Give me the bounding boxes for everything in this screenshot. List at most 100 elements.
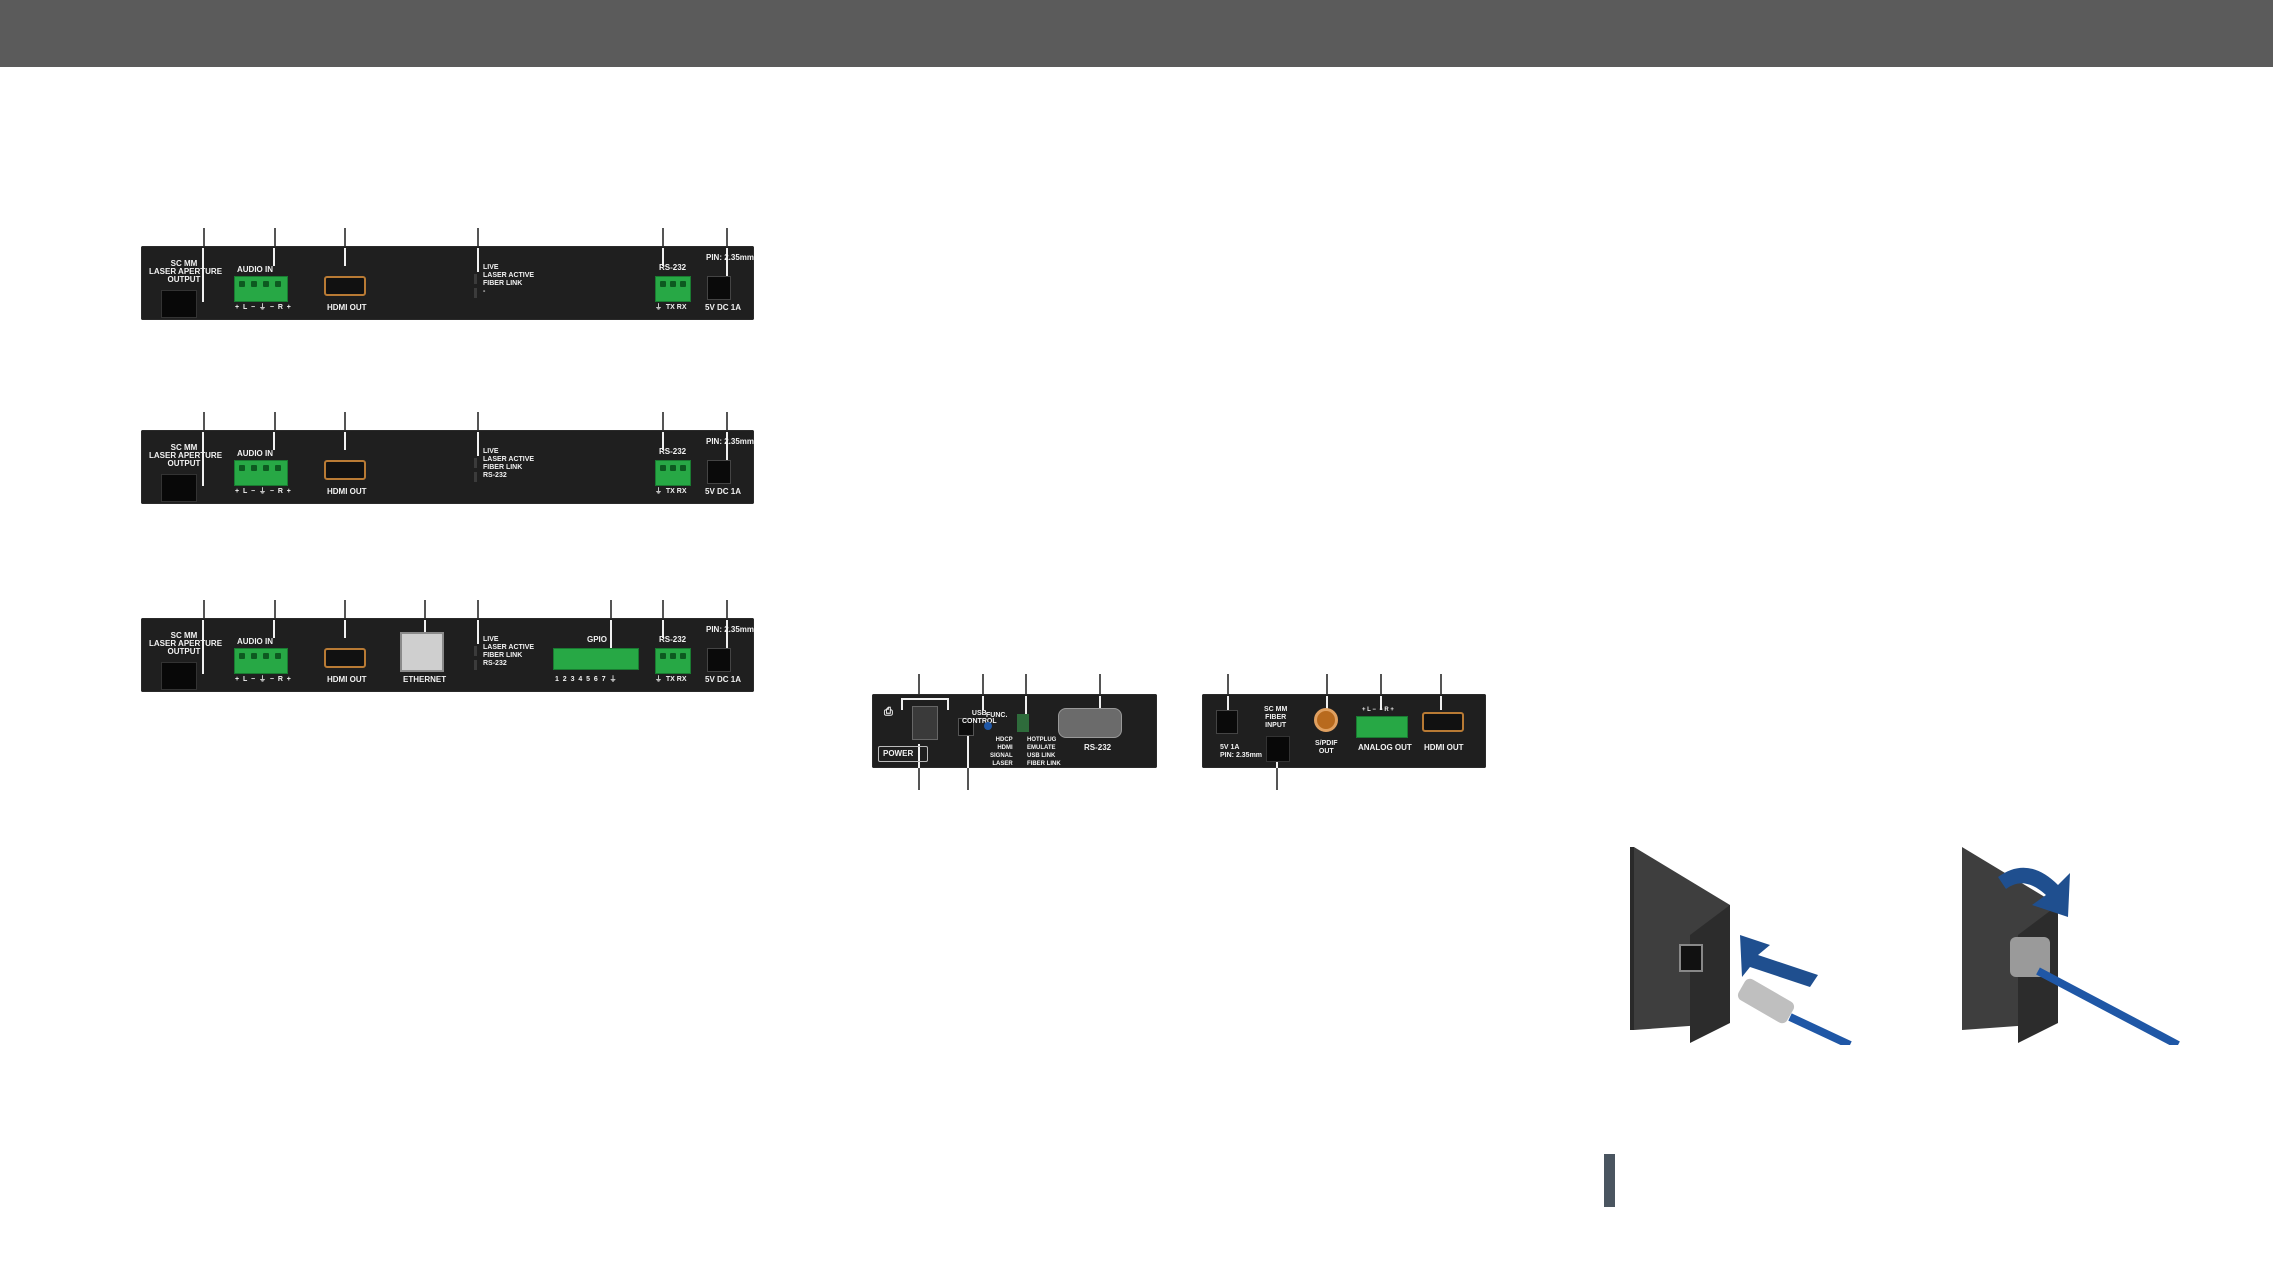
status-leds xyxy=(1017,714,1029,732)
rs232-dsub-port[interactable] xyxy=(1058,708,1122,738)
rs232-pin-labels: ⏚ TX RX xyxy=(655,304,687,311)
callout-line xyxy=(477,412,479,432)
callout-line xyxy=(274,228,276,248)
callout-line xyxy=(203,228,205,248)
audio-in-connector[interactable] xyxy=(234,648,288,674)
rs232-connector[interactable] xyxy=(655,460,691,486)
callout-line xyxy=(1227,674,1229,694)
rear-panel-2: SC MM LASER APERTURE OUTPUT AUDIO IN + L… xyxy=(141,430,754,504)
callout-line xyxy=(477,228,479,248)
plug-icon xyxy=(2010,937,2050,977)
rs232-connector[interactable] xyxy=(655,276,691,302)
callout-line xyxy=(203,412,205,432)
hdmi-out-port[interactable] xyxy=(1422,712,1464,732)
pin-size-label: PIN: 2.35mm xyxy=(706,625,755,634)
callout-line xyxy=(610,600,612,620)
ethernet-label: ETHERNET xyxy=(403,675,447,684)
callout-line xyxy=(918,766,920,790)
callout-line xyxy=(918,674,920,694)
fiber-input-port[interactable] xyxy=(1266,736,1290,762)
callout-line xyxy=(726,228,728,248)
ethernet-port[interactable] xyxy=(400,632,444,672)
fiber-output-label: SC MM LASER APERTURE OUTPUT xyxy=(149,259,223,284)
callout-line xyxy=(1025,674,1027,694)
rs232-label: RS-232 xyxy=(659,635,687,644)
rear-panel-1: SC MM LASER APERTURE OUTPUT AUDIO IN + L… xyxy=(141,246,754,320)
rotate-arrow-icon xyxy=(1998,867,2070,917)
callout-line xyxy=(424,600,426,620)
power-plug-lock-illustration xyxy=(1962,847,2180,1045)
spdif-out-label: S/PDIF OUT xyxy=(1315,740,1338,755)
audio-in-label: AUDIO IN xyxy=(237,449,273,458)
status-led-labels: LIVE LASER ACTIVE FIBER LINK RS-232 xyxy=(483,448,535,479)
power-label: 5V DC 1A xyxy=(705,303,742,312)
hdmi-out-port[interactable] xyxy=(324,460,366,480)
hdmi-out-label: HDMI OUT xyxy=(327,303,367,312)
rs232-label: RS-232 xyxy=(1084,743,1112,752)
led-labels-left: HDCP HDMI SIGNAL LASER xyxy=(990,737,1013,767)
dc-jack-icon xyxy=(1679,944,1703,972)
usb-port[interactable] xyxy=(958,718,974,736)
audio-pin-labels: + L − ⏚ − R + xyxy=(235,676,291,683)
callout-line xyxy=(274,412,276,432)
callout-line xyxy=(344,412,346,432)
power-label: 5V DC 1A xyxy=(705,675,742,684)
function-button[interactable] xyxy=(984,722,992,730)
cable-icon xyxy=(2036,967,2180,1045)
hdmi-out-label: HDMI OUT xyxy=(1424,743,1464,752)
pin-size-label: PIN: 2.35mm xyxy=(706,437,755,446)
callout-line xyxy=(662,600,664,620)
hdmi-out-port[interactable] xyxy=(324,276,366,296)
info-marker xyxy=(1604,1154,1615,1207)
rs232-pin-labels: ⏚ TX RX xyxy=(655,676,687,683)
led-labels-right: HOTPLUG EMULATE USB LINK FIBER LINK xyxy=(1027,737,1061,767)
receiver-panel: 5V 1A PIN: 2.35mm SC MM FIBER INPUT S/PD… xyxy=(1202,694,1486,768)
status-led-labels: LIVE LASER ACTIVE FIBER LINK - xyxy=(483,264,535,295)
analog-out-connector[interactable] xyxy=(1356,716,1408,738)
audio-in-connector[interactable] xyxy=(234,460,288,486)
fiber-output-port[interactable] xyxy=(161,662,197,690)
callout-line xyxy=(967,766,969,790)
gpio-connector[interactable] xyxy=(553,648,639,670)
spdif-out-port[interactable] xyxy=(1314,708,1338,732)
power-label: 5V DC 1A xyxy=(705,487,742,496)
function-label: FUNC. xyxy=(986,712,1008,719)
dc-power-jack[interactable] xyxy=(707,460,731,484)
dc-power-jack[interactable] xyxy=(707,276,731,300)
power-label: POWER xyxy=(883,749,914,758)
callout-line xyxy=(1326,674,1328,694)
gpio-label: GPIO xyxy=(587,635,608,644)
pin-size-label: PIN: 2.35mm xyxy=(706,253,755,262)
fiber-output-port[interactable] xyxy=(161,290,197,318)
usb-control-label: USB CONTROL xyxy=(962,710,997,725)
power-label: 5V 1A PIN: 2.35mm xyxy=(1220,744,1263,759)
callout-line xyxy=(982,674,984,694)
dc-power-jack[interactable] xyxy=(1216,710,1238,734)
fiber-output-port[interactable] xyxy=(161,474,197,502)
lock-icon: ⎙ xyxy=(884,706,893,718)
analog-pin-labels: + L − − R + xyxy=(1362,707,1394,713)
gpio-pin-labels: 1 2 3 4 5 6 7 ⏚ xyxy=(555,676,617,683)
rs232-pin-labels: ⏚ TX RX xyxy=(655,488,687,495)
insert-arrow-icon xyxy=(1740,935,1818,987)
rs232-label: RS-232 xyxy=(659,263,687,272)
fiber-output-label: SC MM LASER APERTURE OUTPUT xyxy=(149,631,223,656)
front-panel: ⎙ POWER USB CONTROL FUNC. HDCP HDMI SIGN… xyxy=(872,694,1157,768)
audio-in-label: AUDIO IN xyxy=(237,265,273,274)
callout-line xyxy=(477,600,479,620)
hdmi-out-port[interactable] xyxy=(324,648,366,668)
power-plug-insertion-illustration xyxy=(1630,847,1852,1045)
rear-panel-3: SC MM LASER APERTURE OUTPUT AUDIO IN + L… xyxy=(141,618,754,692)
audio-in-connector[interactable] xyxy=(234,276,288,302)
callout-line xyxy=(1099,674,1101,694)
audio-in-label: AUDIO IN xyxy=(237,637,273,646)
power-switch[interactable] xyxy=(912,706,938,740)
plug-icon xyxy=(1737,978,1795,1024)
fiber-input-label: SC MM FIBER INPUT xyxy=(1264,706,1288,729)
rs232-connector[interactable] xyxy=(655,648,691,674)
callout-line xyxy=(1276,766,1278,790)
dc-power-jack[interactable] xyxy=(707,648,731,672)
audio-pin-labels: + L − ⏚ − R + xyxy=(235,304,291,311)
callout-line xyxy=(726,600,728,620)
callout-line xyxy=(344,228,346,248)
